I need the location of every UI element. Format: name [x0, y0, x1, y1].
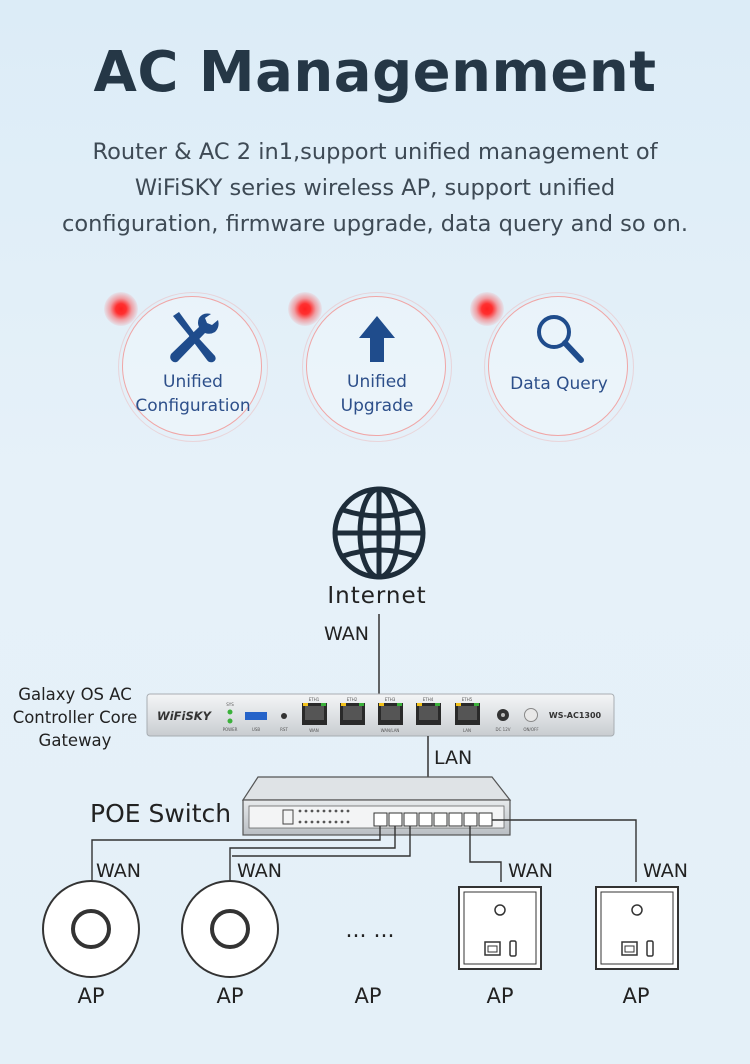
- port-label: USB: [252, 727, 260, 732]
- feature-label: Data Query: [484, 372, 634, 396]
- ac-gateway-device: WiFiSKY SYS POWER USB RST ETH1 ETH2 ETH3…: [146, 693, 615, 737]
- ap-label: AP: [486, 984, 513, 1008]
- port-label: DC 12V: [496, 727, 511, 732]
- wrench-screwdriver-icon: [170, 312, 219, 363]
- port-label: ETH3: [385, 697, 396, 702]
- port-group-label: LAN: [463, 728, 471, 733]
- power-led: [227, 718, 233, 724]
- page-title: AC Managenment: [93, 40, 657, 105]
- port-group-label: WAN/LAN: [381, 728, 400, 733]
- wan-cables: [91, 819, 637, 882]
- feature-label-line: Unified: [163, 372, 223, 392]
- sys-led: [227, 709, 233, 715]
- feature-ring: [302, 292, 452, 442]
- internet-label: Internet: [327, 583, 426, 609]
- feature-label: Unified Configuration: [118, 370, 268, 418]
- wan-label: WAN: [508, 860, 553, 882]
- feature-circle: [122, 296, 262, 436]
- wan-label: WAN: [643, 860, 688, 882]
- subtitle-line: WiFiSKY series wireless AP, support unif…: [134, 175, 616, 201]
- led-label: SYS: [226, 702, 234, 707]
- feature-label-line: Data Query: [510, 374, 608, 394]
- feature-unified-upgrade: Unified Upgrade: [288, 292, 452, 442]
- wan-label: WAN: [237, 860, 282, 882]
- port-label: ETH4: [423, 697, 434, 702]
- wan-label: WAN: [96, 860, 141, 882]
- wan-top-label: WAN: [324, 623, 369, 645]
- subtitle-line: Router & AC 2 in1,support unified manage…: [92, 139, 658, 165]
- more-devices-ellipsis: ... ...: [346, 918, 395, 943]
- port-label: ON/OFF: [523, 727, 539, 732]
- feature-data-query: Data Query: [470, 292, 634, 442]
- page-subtitle: Router & AC 2 in1,support unified manage…: [50, 134, 700, 242]
- lan-label: LAN: [434, 747, 472, 769]
- led-label: POWER: [223, 727, 238, 732]
- red-glow-dot: [288, 292, 322, 326]
- feature-label: Unified Upgrade: [302, 370, 452, 418]
- gateway-label-line: Galaxy OS AC: [18, 685, 132, 704]
- feature-label-line: Configuration: [135, 396, 251, 416]
- gateway-label-line: Controller Core: [13, 708, 138, 727]
- port-group-label: WAN: [309, 728, 318, 733]
- port-label: ETH1: [309, 697, 320, 702]
- globe-icon: [332, 486, 426, 580]
- port-label: ETH2: [347, 697, 358, 702]
- ap-label: AP: [216, 984, 243, 1008]
- subtitle-line: configuration, firmware upgrade, data qu…: [62, 211, 688, 237]
- port-label: RST: [280, 727, 288, 732]
- eth-ports: [302, 703, 480, 725]
- poe-switch-device: [241, 776, 512, 836]
- power-switch: [524, 708, 538, 722]
- reset-button: [281, 713, 287, 719]
- ap-label: AP: [77, 984, 104, 1008]
- red-glow-dot: [470, 292, 504, 326]
- gateway-label-line: Gateway: [39, 731, 112, 750]
- ap-label: AP: [354, 984, 381, 1008]
- ap-label: AP: [622, 984, 649, 1008]
- wall-plate-ap-icon: [458, 886, 542, 970]
- feature-ring: [118, 292, 268, 442]
- switch-label: POE Switch: [90, 799, 231, 828]
- feature-unified-configuration: Unified Configuration: [104, 292, 268, 442]
- gateway-model: WS-AC1300: [549, 711, 602, 720]
- ceiling-ap-icon: [42, 880, 140, 978]
- port-label: ETH5: [462, 697, 473, 702]
- usb-port: [245, 712, 267, 720]
- ceiling-ap-icon: [181, 880, 279, 978]
- feature-label-line: Upgrade: [340, 396, 414, 416]
- feature-ring: [484, 292, 634, 442]
- wall-plate-ap-icon: [595, 886, 679, 970]
- feature-label-line: Unified: [347, 372, 407, 392]
- up-arrow-icon: [359, 316, 395, 362]
- gateway-brand: WiFiSKY: [157, 709, 213, 723]
- red-glow-dot: [104, 292, 138, 326]
- magnifier-icon: [537, 315, 584, 363]
